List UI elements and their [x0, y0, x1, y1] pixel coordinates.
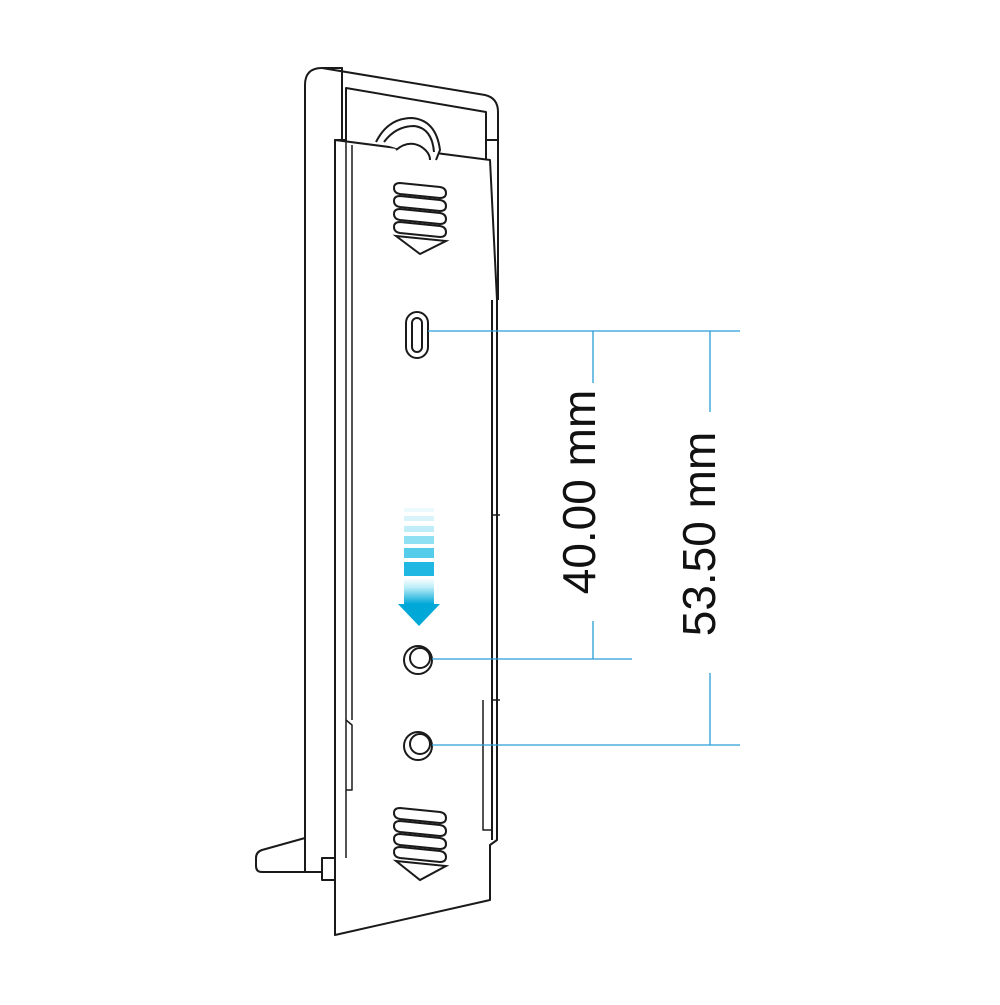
bracket-top-frame: [321, 67, 499, 141]
bracket-right-rail: [485, 112, 499, 840]
bracket-inner-line: [345, 140, 353, 858]
bracket-left-notch: [345, 719, 353, 791]
top-round-tab: [375, 116, 442, 161]
grip-arrow-top: [392, 234, 450, 256]
grip-arrow-bottom: [392, 859, 450, 882]
downward-arrow: [398, 508, 440, 626]
mounting-stud-lower: [403, 731, 433, 761]
dimension-label-inner: 40.00 mm: [553, 390, 605, 595]
grip-ridges-bottom: [392, 806, 450, 882]
slot-hole: [405, 311, 429, 359]
bracket-rail-notches: [482, 514, 500, 831]
bracket: [255, 67, 500, 936]
dimension-lines: [428, 330, 740, 746]
bracket-foot: [255, 837, 306, 873]
dimension-label-outer: 53.50 mm: [673, 432, 725, 637]
bracket-foot-edge: [321, 872, 335, 881]
mounting-stud-upper: [403, 645, 433, 675]
grip-ridges-top: [392, 181, 450, 256]
